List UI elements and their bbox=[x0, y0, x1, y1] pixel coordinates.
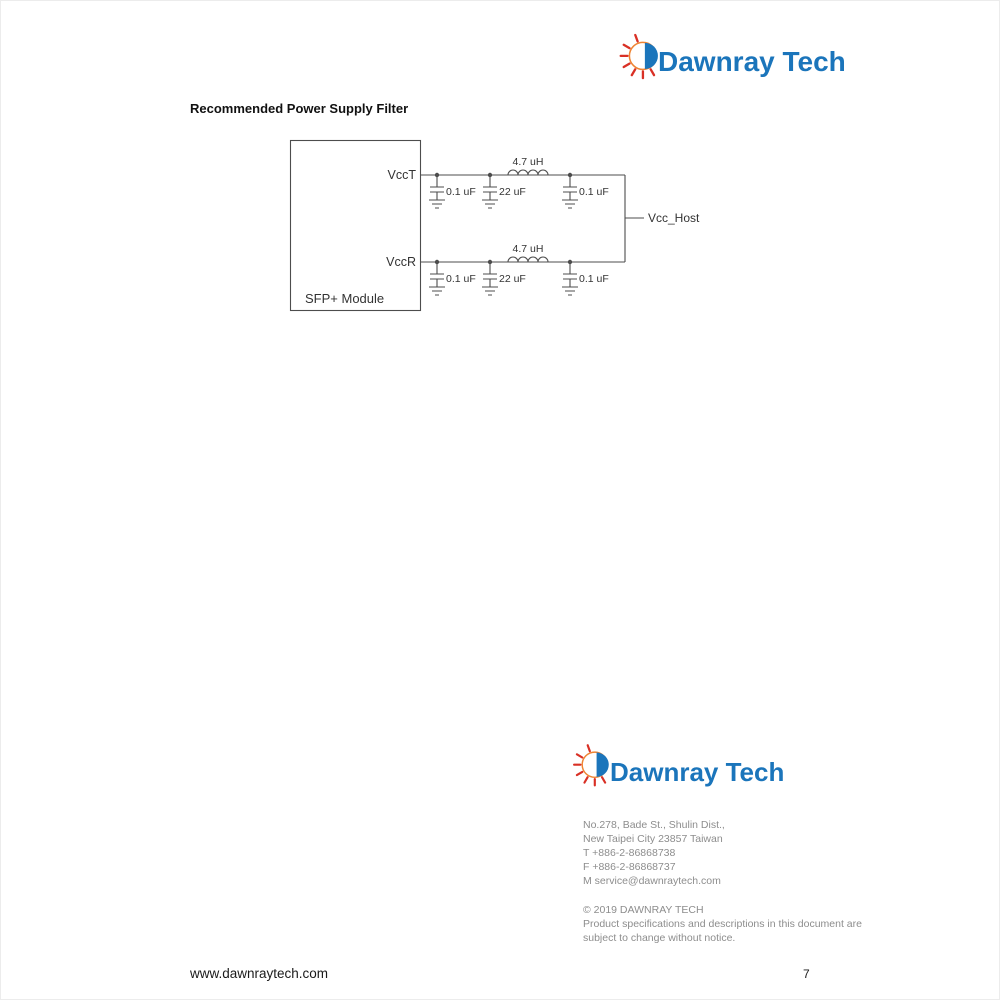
capacitor-bottom-2-icon bbox=[482, 262, 498, 296]
inductor-bottom-value: 4.7 uH bbox=[513, 243, 544, 255]
header-logo: Dawnray Tech bbox=[612, 22, 857, 94]
vcct-label: VccT bbox=[388, 168, 417, 182]
power-filter-schematic: VccT VccR SFP+ Module Vcc_Host 4.7 uH 0.… bbox=[289, 139, 700, 312]
disclaimer-line-1: Product specifications and descriptions … bbox=[583, 918, 862, 930]
logo-text: Dawnray Tech bbox=[658, 46, 846, 77]
address-line-2: New Taipei City 23857 Taiwan bbox=[583, 833, 723, 845]
junction-dots bbox=[434, 172, 573, 265]
page-number: 7 bbox=[803, 967, 810, 981]
cap-top-2-value: 22 uF bbox=[499, 186, 526, 198]
capacitor-top-3-icon bbox=[562, 175, 578, 209]
cap-top-1-value: 0.1 uF bbox=[446, 186, 476, 198]
website-url: www.dawnraytech.com bbox=[190, 966, 329, 981]
inductor-bottom-icon bbox=[507, 256, 549, 263]
address-line-1: No.278, Bade St., Shulin Dist., bbox=[583, 819, 725, 831]
vcc-host-label: Vcc_Host bbox=[648, 211, 700, 225]
capacitor-top-2-icon bbox=[482, 175, 498, 209]
capacitor-bottom-1-icon bbox=[429, 262, 445, 296]
cap-bottom-1-value: 0.1 uF bbox=[446, 273, 476, 285]
logo-text: Dawnray Tech bbox=[610, 757, 785, 787]
capacitor-top-1-icon bbox=[429, 175, 445, 209]
sun-logo-icon bbox=[573, 744, 609, 787]
cap-top-3-value: 0.1 uF bbox=[579, 186, 609, 198]
copyright-line: © 2019 DAWNRAY TECH bbox=[583, 904, 704, 916]
legal-block: © 2019 DAWNRAY TECH Product specificatio… bbox=[583, 903, 862, 945]
footer-logo: Dawnray Tech bbox=[566, 733, 821, 799]
sun-half-disc-icon bbox=[596, 752, 609, 777]
fax-line: F +886-2-86868737 bbox=[583, 861, 676, 873]
sfp-module-label: SFP+ Module bbox=[305, 291, 384, 306]
contact-block: No.278, Bade St., Shulin Dist., New Taip… bbox=[583, 818, 725, 888]
sfp-module-box bbox=[289, 139, 422, 312]
sun-half-disc-icon bbox=[644, 42, 658, 69]
cap-bottom-3-value: 0.1 uF bbox=[579, 273, 609, 285]
inductor-top-value: 4.7 uH bbox=[513, 156, 544, 168]
section-heading: Recommended Power Supply Filter bbox=[190, 101, 409, 116]
capacitor-bottom-3-icon bbox=[562, 262, 578, 296]
disclaimer-line-2: subject to change without notice. bbox=[583, 932, 736, 944]
email-line: M service@dawnraytech.com bbox=[583, 875, 721, 887]
cap-bottom-2-value: 22 uF bbox=[499, 273, 526, 285]
sun-logo-icon bbox=[619, 33, 658, 80]
sun-rays-icon bbox=[573, 744, 607, 787]
inductor-top-icon bbox=[507, 169, 549, 176]
vccr-label: VccR bbox=[386, 255, 416, 269]
sun-rays-icon bbox=[619, 33, 656, 80]
phone-line: T +886-2-86868738 bbox=[583, 847, 676, 859]
